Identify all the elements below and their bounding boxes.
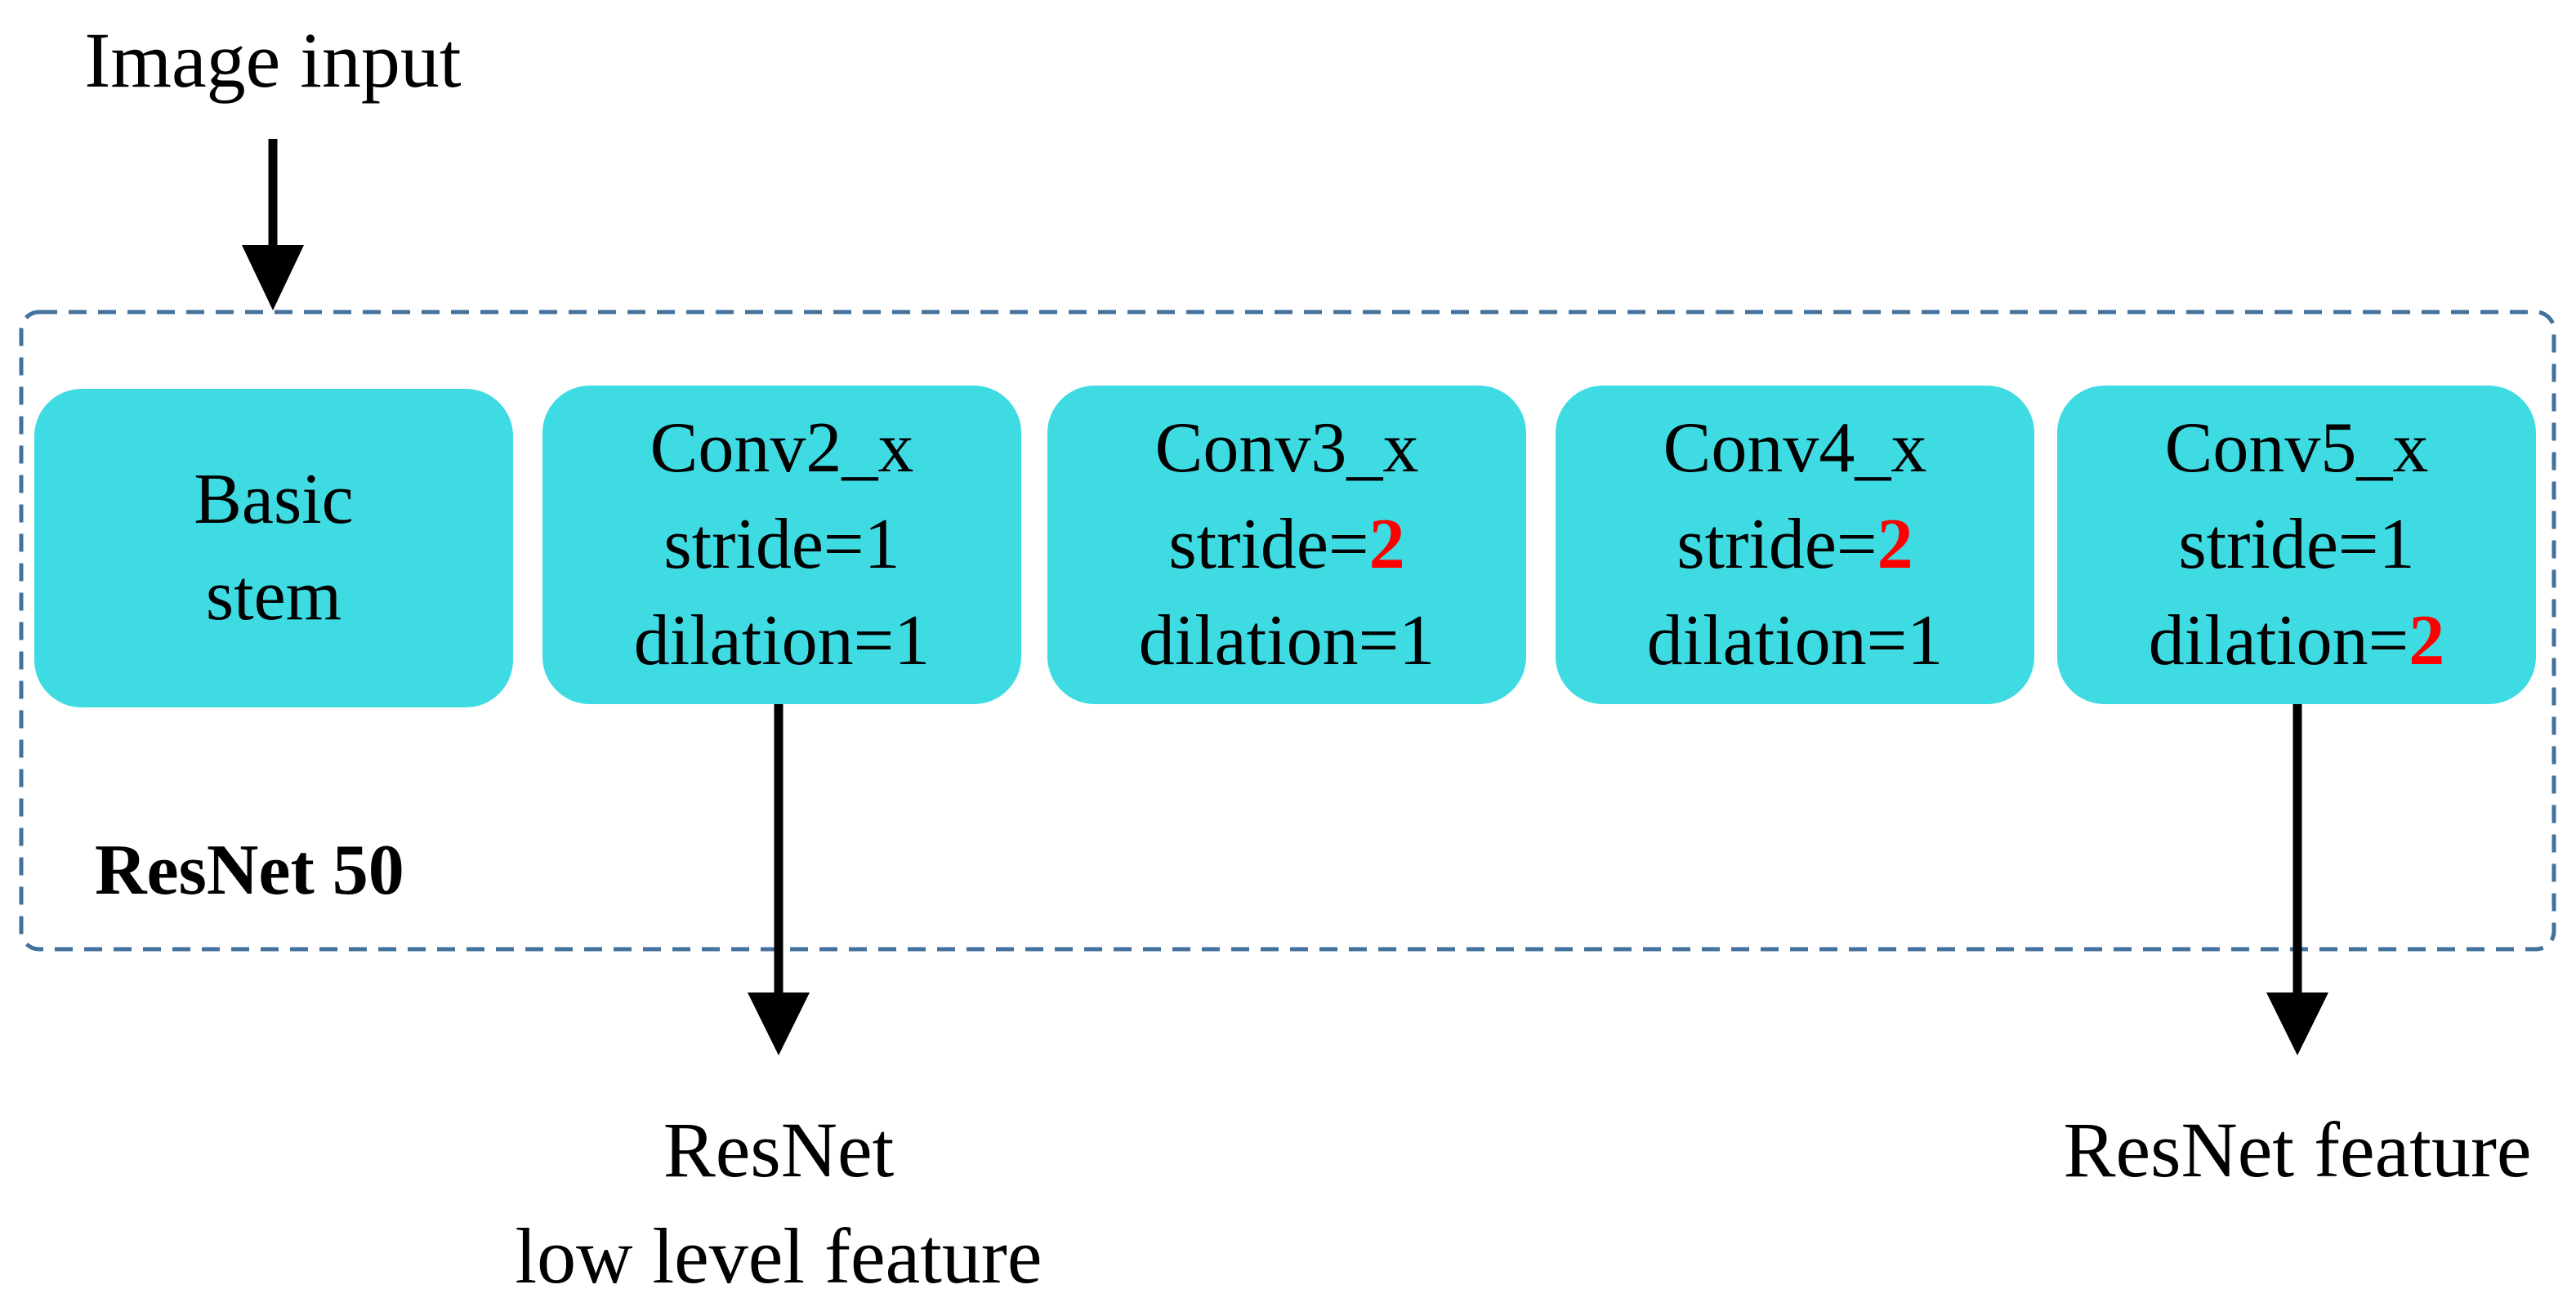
conv4-stride-value: 2: [1877, 505, 1913, 584]
image-input-label: Image input: [84, 16, 462, 104]
basic-stem-line-1: Basic: [194, 460, 354, 539]
resnet50-dashed-container: [19, 310, 2556, 952]
conv5-stride: stride=1: [2178, 505, 2415, 584]
block-conv2: Conv2_x stride=1 dilation=1: [542, 386, 1021, 704]
low-level-output-arrow: [748, 703, 810, 1055]
block-conv4: Conv4_x stride=2 dilation=1: [1556, 386, 2034, 704]
low-level-feature-label-line-1: ResNet: [663, 1106, 895, 1193]
conv5-dilation: dilation=2: [2148, 601, 2445, 680]
conv2-dilation-value: 1: [894, 601, 931, 680]
basic-stem-line-2: stem: [205, 556, 342, 636]
block-conv3: Conv3_x stride=2 dilation=1: [1047, 386, 1526, 704]
low-level-feature-label-line-2: low level feature: [515, 1212, 1042, 1300]
feature-output-arrow: [2266, 703, 2328, 1055]
resnet-feature-label: ResNet feature: [2063, 1106, 2532, 1193]
conv4-dilation-value: 1: [1907, 601, 1944, 680]
conv2-title: Conv2_x: [650, 408, 914, 488]
block-basic-stem: Basic stem: [34, 389, 513, 707]
conv3-dilation: dilation=1: [1138, 601, 1435, 680]
conv2-stride-value: 1: [864, 505, 900, 584]
conv4-dilation: dilation=1: [1646, 601, 1944, 680]
resnet50-label: ResNet 50: [95, 831, 404, 910]
conv3-title: Conv3_x: [1154, 408, 1419, 488]
conv4-title: Conv4_x: [1663, 408, 1927, 488]
conv3-dilation-value: 1: [1399, 601, 1435, 680]
input-arrow: [242, 139, 304, 310]
conv2-stride: stride=1: [663, 505, 900, 584]
conv2-dilation: dilation=1: [633, 601, 931, 680]
conv3-stride: stride=2: [1168, 505, 1405, 584]
conv3-stride-value: 2: [1368, 505, 1405, 584]
block-conv5: Conv5_x stride=1 dilation=2: [2057, 386, 2536, 704]
conv4-stride: stride=2: [1676, 505, 1913, 584]
conv5-title: Conv5_x: [2164, 408, 2429, 488]
conv5-stride-value: 1: [2378, 505, 2415, 584]
conv5-dilation-value: 2: [2409, 601, 2445, 680]
